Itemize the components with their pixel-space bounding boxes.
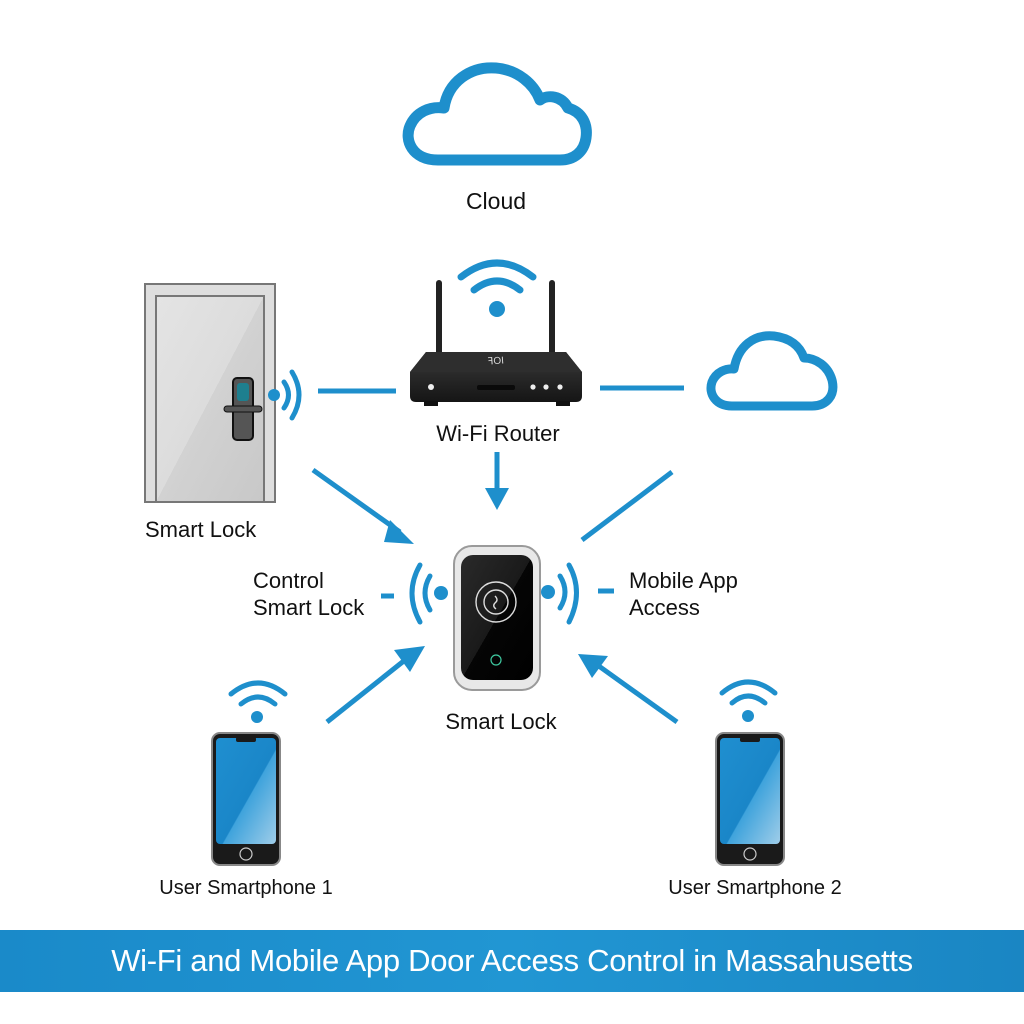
arrowhead-phone1-hub [394, 646, 425, 672]
phone2-wifi-icon [719, 679, 778, 722]
arrowhead-router-hub [485, 488, 509, 510]
cloud-label: Cloud [465, 188, 527, 214]
smartphone-2-icon [715, 732, 785, 866]
arrowhead-door-hub [384, 520, 414, 544]
svg-text:ꟻOI: ꟻOI [487, 355, 504, 367]
door-icon [144, 283, 276, 503]
door-lock-label: Smart Lock [145, 517, 257, 542]
cloud-top-icon [402, 62, 592, 166]
router-icon: ꟻOI [410, 280, 582, 406]
phone1-wifi-icon [228, 680, 288, 723]
wifi-signal-icon [457, 259, 537, 317]
cloud-right-icon [706, 331, 838, 411]
smartphone-1-icon [211, 732, 281, 866]
arrowhead-phone2-hub [578, 654, 608, 678]
connections [311, 385, 684, 725]
phone1-label: User Smartphone 1 [159, 877, 333, 899]
phone2-label: User Smartphone 2 [668, 877, 842, 899]
door-signal-icon [268, 369, 302, 421]
title-banner: Wi-Fi and Mobile App Door Access Control… [0, 930, 1024, 992]
mobile-app-access-annotation: Mobile App Access [629, 568, 738, 620]
line-hub-topright [580, 470, 674, 542]
smart-lock-hub-icon [453, 545, 541, 691]
router-label: Wi-Fi Router [436, 421, 560, 446]
arrow-phone1-hub [325, 658, 407, 724]
diagram-title: Wi-Fi and Mobile App Door Access Control… [111, 943, 913, 978]
arrow-door-hub [311, 467, 402, 535]
hub-lock-label: Smart Lock [445, 709, 557, 734]
arrow-phone2-hub [594, 661, 679, 725]
hub-signal-left-icon [409, 562, 448, 625]
hub-signal-right-icon [541, 562, 579, 625]
control-smart-lock-annotation: Control Smart Lock [253, 568, 365, 620]
